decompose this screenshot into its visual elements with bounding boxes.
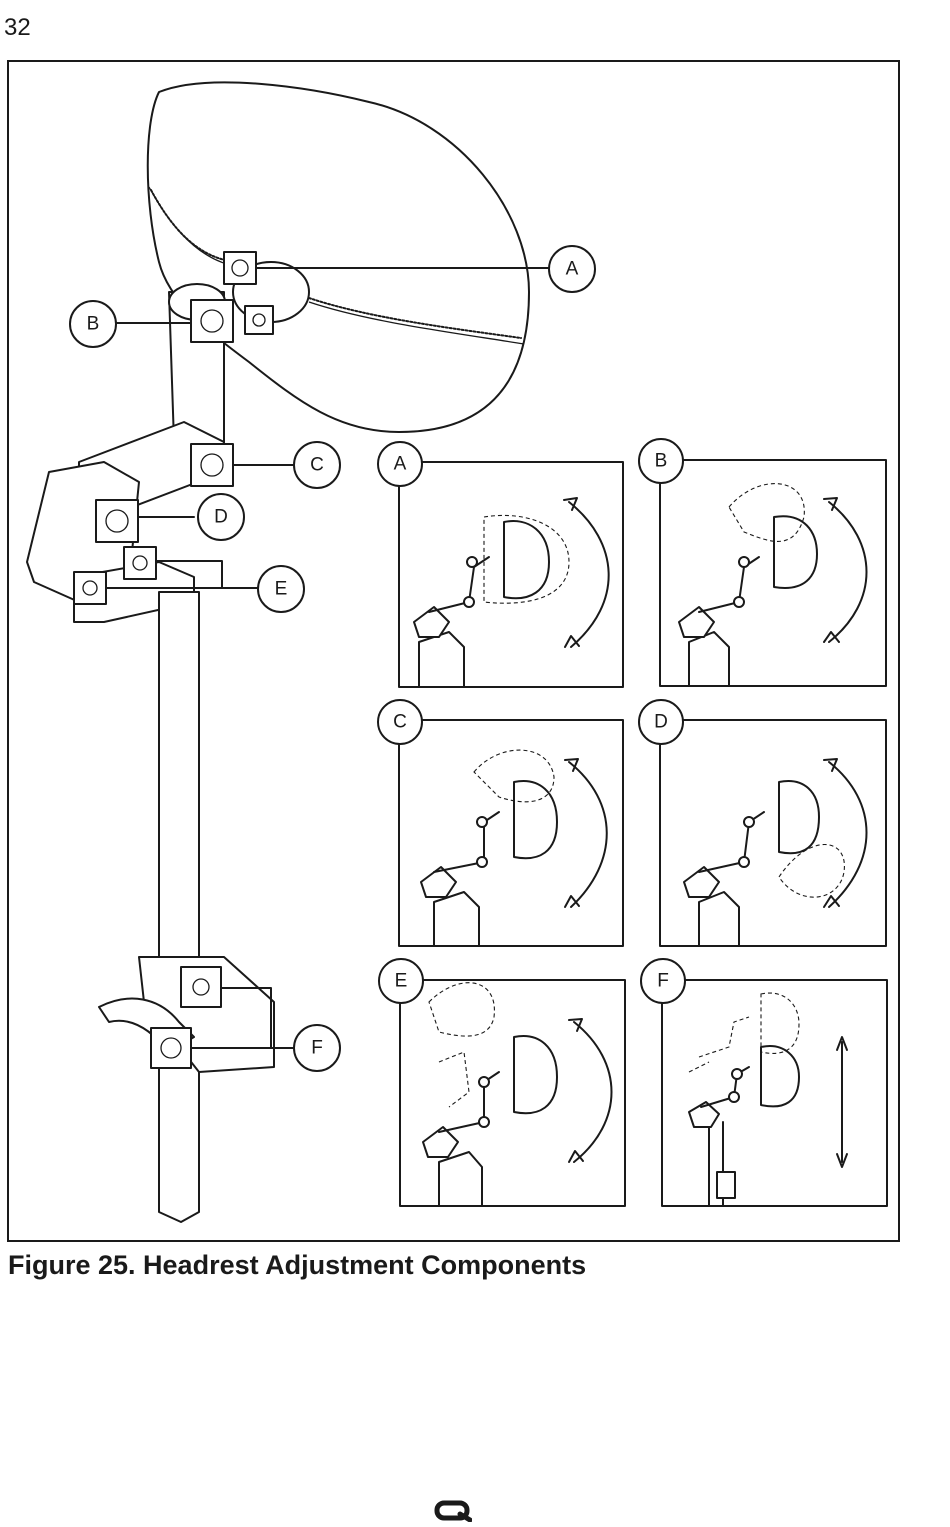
callout-e: E [257, 565, 305, 613]
detail-panel-e: E [378, 958, 626, 1207]
detail-panel-a: A [377, 441, 624, 688]
knob-c [190, 443, 234, 487]
detail-panel-f: F [640, 958, 888, 1207]
panel-label-c: C [377, 699, 423, 745]
panel-label-f: F [640, 958, 686, 1004]
svg-text:D: D [654, 712, 668, 733]
headrest-illustration: A B C D E F A [26, 81, 888, 1223]
svg-text:B: B [655, 451, 668, 472]
callout-a: A [548, 245, 596, 293]
svg-text:F: F [657, 971, 669, 992]
panel-label-d: D [638, 699, 684, 745]
svg-text:D: D [214, 507, 228, 528]
knob-b [190, 299, 234, 343]
knob-e2 [73, 571, 107, 605]
panel-label-e: E [378, 958, 424, 1004]
knob-f1 [180, 966, 222, 1008]
callout-b: B [69, 300, 117, 348]
callout-c: C [293, 441, 341, 489]
svg-text:E: E [275, 579, 288, 600]
svg-text:A: A [566, 259, 579, 280]
callout-d: D [197, 493, 245, 541]
svg-text:C: C [393, 712, 407, 733]
svg-text:A: A [394, 454, 407, 475]
callout-f: F [293, 1024, 341, 1072]
svg-text:E: E [395, 971, 408, 992]
figure-caption: Figure 25. Headrest Adjustment Component… [8, 1250, 587, 1280]
svg-text:B: B [87, 314, 100, 335]
figure-25-frame: A B C D E F A [7, 60, 900, 1242]
quickie-logo-icon [434, 1500, 473, 1527]
page-number: 32 [4, 14, 31, 41]
detail-panel-c: C [377, 699, 624, 947]
svg-text:C: C [310, 455, 324, 476]
headrest-assembly-drawing: A B C D E F [26, 81, 596, 1223]
svg-text:F: F [311, 1038, 323, 1059]
knob-f2 [150, 1027, 192, 1069]
detail-panel-b: B [638, 438, 887, 687]
panel-label-b: B [638, 438, 684, 484]
detail-panel-d: D [638, 699, 887, 947]
knob-d [95, 499, 139, 543]
knob-e1 [123, 546, 157, 580]
panel-label-a: A [377, 441, 423, 487]
knob-a [223, 251, 257, 285]
